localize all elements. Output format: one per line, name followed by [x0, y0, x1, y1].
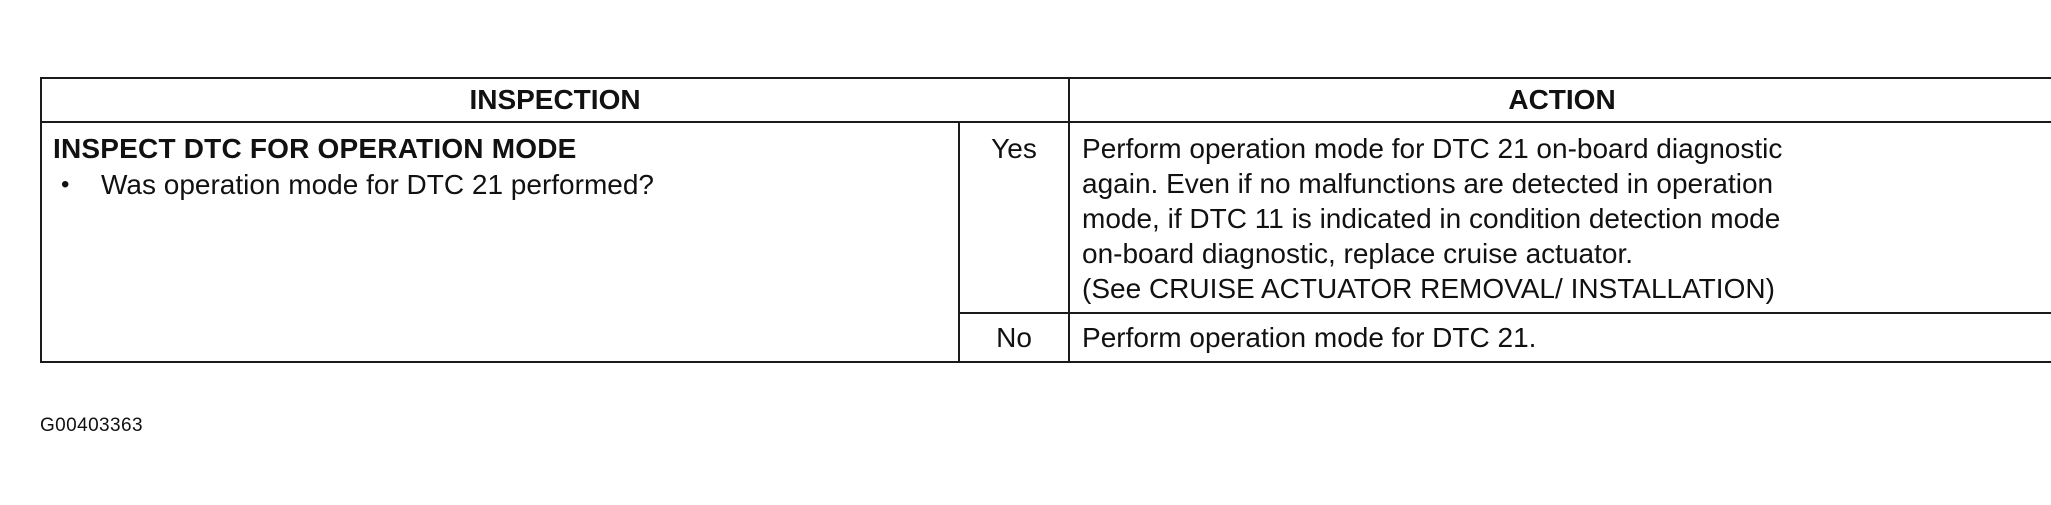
answer-no: No: [957, 312, 1071, 363]
action-no-cell: Perform operation mode for DTC 21.: [1068, 312, 2051, 363]
action-yes-line-3: mode, if DTC 11 is indicated in conditio…: [1082, 203, 1781, 234]
action-yes-line-5: (See CRUISE ACTUATOR REMOVAL/ INSTALLATI…: [1082, 273, 1775, 304]
action-no-line-1: Perform operation mode for DTC 21.: [1082, 322, 1537, 353]
table-header-row: INSPECTION ACTION: [39, 77, 2051, 123]
bullet-icon: •: [61, 171, 70, 198]
action-yes-line-4: on-board diagnostic, replace cruise actu…: [1082, 238, 1634, 269]
diagnostic-table: INSPECTION ACTION INSPECT DTC FOR OPERAT…: [39, 77, 2051, 363]
table-row: No Perform operation mode for DTC 21.: [41, 312, 2051, 363]
image-code: G00403363: [40, 415, 143, 436]
action-yes-line-1: Perform operation mode for DTC 21 on-boa…: [1082, 133, 1783, 164]
table-row: INSPECT DTC FOR OPERATION MODE • Was ope…: [40, 121, 2051, 363]
inspection-question: • Was operation mode for DTC 21 performe…: [61, 167, 948, 203]
inspection-title: INSPECT DTC FOR OPERATION MODE: [53, 133, 577, 164]
action-header: ACTION: [1068, 77, 2051, 123]
inspection-cell: INSPECT DTC FOR OPERATION MODE • Was ope…: [40, 121, 960, 363]
inspection-question-text: Was operation mode for DTC 21 performed?: [101, 169, 654, 200]
answer-yes: Yes: [957, 121, 1071, 314]
action-yes-cell: Perform operation mode for DTC 21 on-boa…: [1068, 121, 2051, 314]
action-yes-line-2: again. Even if no malfunctions are detec…: [1082, 168, 1774, 199]
inspection-header: INSPECTION: [39, 77, 1071, 123]
